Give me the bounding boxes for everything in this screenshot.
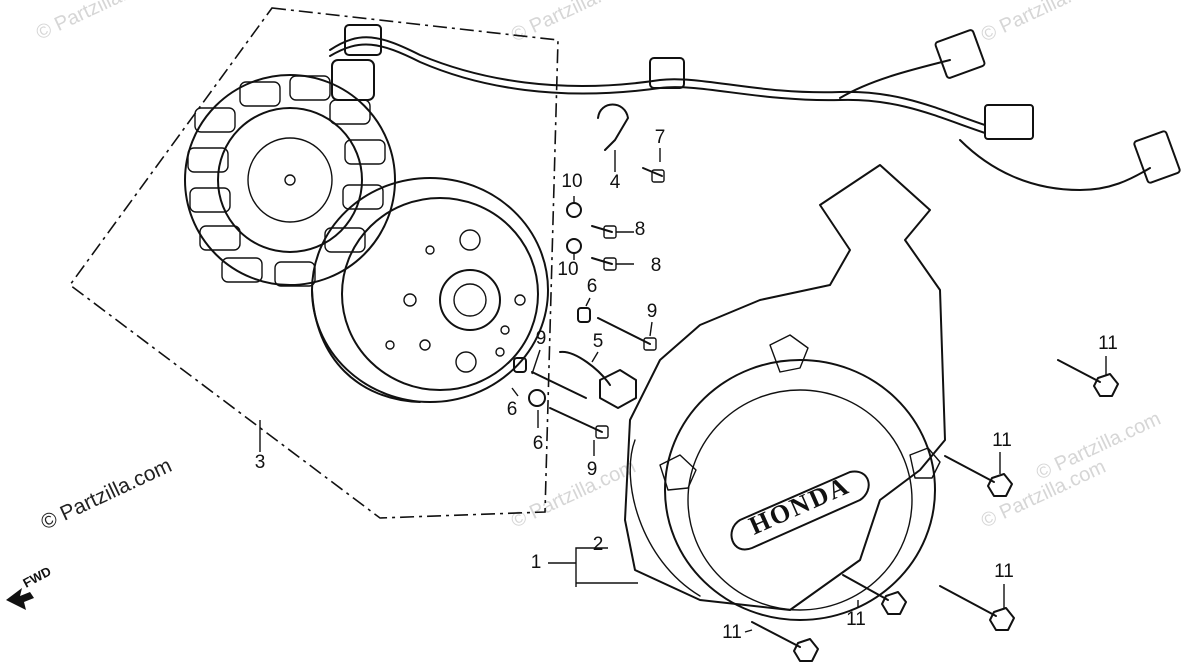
callout-4: 4 — [610, 172, 621, 193]
forward-direction-indicator: FWD — [6, 564, 54, 610]
callout-7: 7 — [655, 127, 666, 148]
callout-11-e: 11 — [722, 622, 742, 643]
callout-9-c: 9 — [587, 459, 598, 480]
callout-9-a: 9 — [647, 301, 658, 322]
rotor-drawing — [311, 177, 549, 403]
callout-3: 3 — [255, 452, 266, 473]
callout-10-a: 10 — [561, 171, 582, 192]
stator-rotor-kit-outline — [68, 7, 559, 519]
callout-6-b: 6 — [507, 399, 518, 420]
callout-5: 5 — [593, 331, 604, 352]
watermark-main: © Partzilla.com — [37, 454, 175, 535]
callout-11-c: 11 — [994, 561, 1014, 582]
callout-11-b: 11 — [992, 430, 1012, 451]
watermark-top-left: © Partzilla.com — [33, 0, 164, 45]
watermark-top-center: © Partzilla.com — [508, 0, 639, 47]
callout-labels: 3 4 7 10 8 10 8 6 9 5 9 6 6 9 2 1 11 11 … — [255, 127, 1118, 643]
callout-9-b: 9 — [536, 328, 547, 349]
callout-6-c: 6 — [533, 433, 544, 454]
callout-8-b: 8 — [651, 255, 662, 276]
cover-logo-text: HONDA — [745, 471, 854, 541]
watermark-bottom-center: © Partzilla.com — [508, 456, 639, 533]
fwd-arrow-icon — [6, 588, 34, 610]
callout-leaders — [511, 148, 1107, 633]
fwd-label: FWD — [20, 564, 53, 591]
callout-1: 1 — [531, 552, 542, 573]
callout-11-d: 11 — [846, 609, 866, 630]
callout-8-a: 8 — [635, 219, 646, 240]
watermark-top-right: © Partzilla.com — [978, 0, 1109, 47]
callout-11-a: 11 — [1098, 333, 1118, 354]
callout-2: 2 — [593, 534, 604, 555]
wiring-harness-drawing — [329, 24, 1181, 191]
callout-6-a: 6 — [587, 276, 598, 297]
stator-drawing — [184, 59, 396, 287]
fasteners-drawing — [513, 103, 1119, 662]
left-crankcase-cover-drawing: HONDA — [624, 164, 946, 621]
callout-10-b: 10 — [557, 259, 578, 280]
